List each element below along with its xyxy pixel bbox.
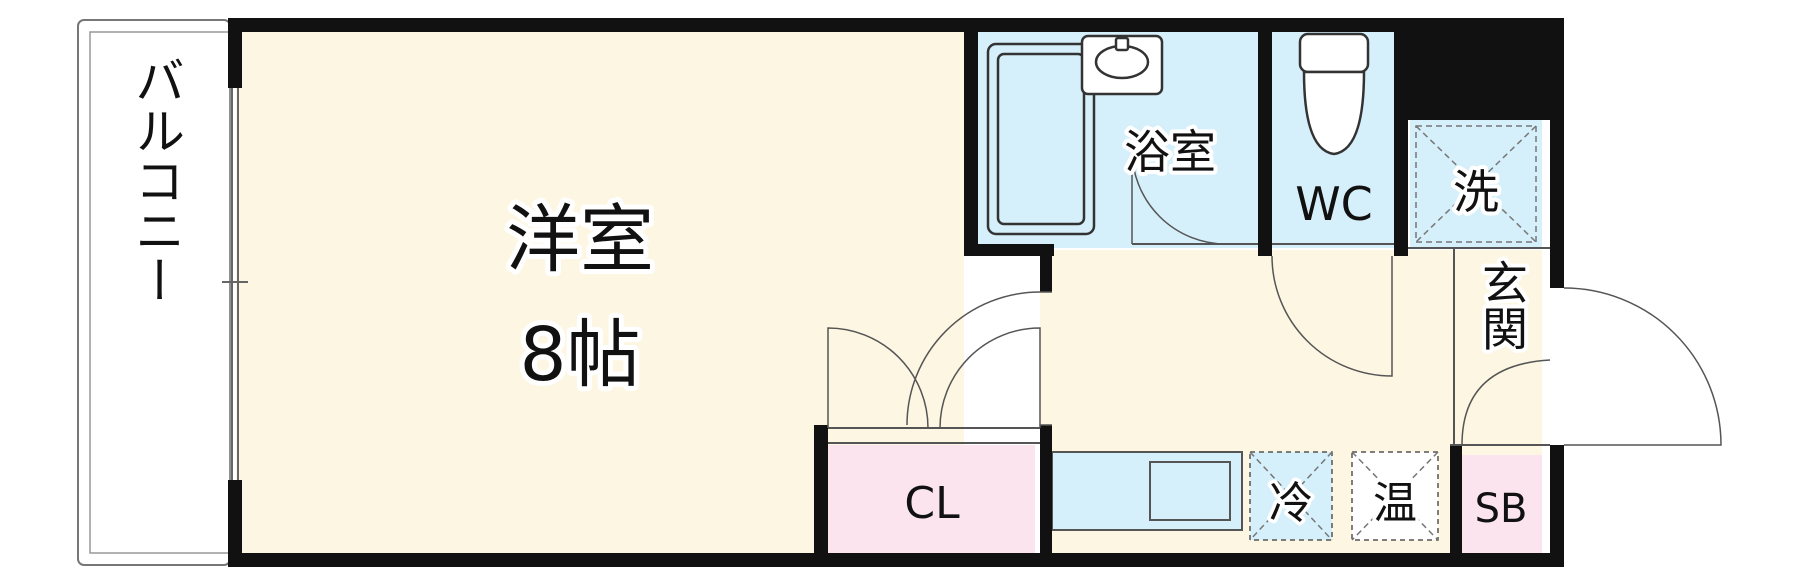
fridge-label: 冷 [1269,478,1313,529]
balcony-inner-line [89,31,231,554]
closet-floor [827,445,1035,553]
wash-basin [1080,34,1164,96]
walls [228,18,1564,567]
wall-sb-left [1450,445,1462,565]
western-room-name: 洋室 [506,197,654,283]
closet-doors [827,327,1041,429]
water-heater-label: 温 [1373,478,1417,529]
wall-top [228,18,1564,32]
kitchen-counter [1051,451,1243,531]
shoe-box-floor [1460,455,1542,553]
sink [1149,461,1231,521]
bathroom-label: 浴室 [1124,125,1216,179]
wall-mid-vertical-lower [1040,425,1052,565]
fridge-cross [1249,451,1333,541]
room-door [906,291,1052,426]
shoe-box-label: SB [1475,486,1528,532]
bathtub [986,42,1096,236]
wall-bottom [228,553,1564,567]
water-heater-cross [1351,451,1439,541]
washer-cross [1415,125,1537,243]
wall-bath-bottom [964,244,1054,256]
entrance-label: 玄関 [1475,259,1529,351]
toilet-door-swing [1271,255,1393,377]
wall-column [1394,18,1550,120]
wall-mid-vertical [1040,250,1052,292]
bathroom-door-swing [1131,149,1227,245]
entrance-door [1563,287,1722,446]
balcony-window [222,88,248,480]
wall-bath-left [964,18,978,256]
wall-bath-wc [1258,18,1272,256]
entrance-step [1461,359,1551,446]
partitions [828,243,1550,446]
balcony-label: バルコニー [127,55,185,305]
washer-label: 洗 [1453,165,1499,219]
closet-label: CL [904,478,960,529]
toilet-label: WC [1295,177,1373,231]
wall-right-upper [1550,18,1564,288]
wall-left-lower [228,480,242,567]
wall-left-upper [228,18,242,88]
balcony [77,19,231,566]
toilet-bowl [1298,32,1370,156]
wall-closet-left [814,425,828,565]
western-room-size: 8帖 [519,312,640,398]
wall-right-lower [1550,445,1564,567]
